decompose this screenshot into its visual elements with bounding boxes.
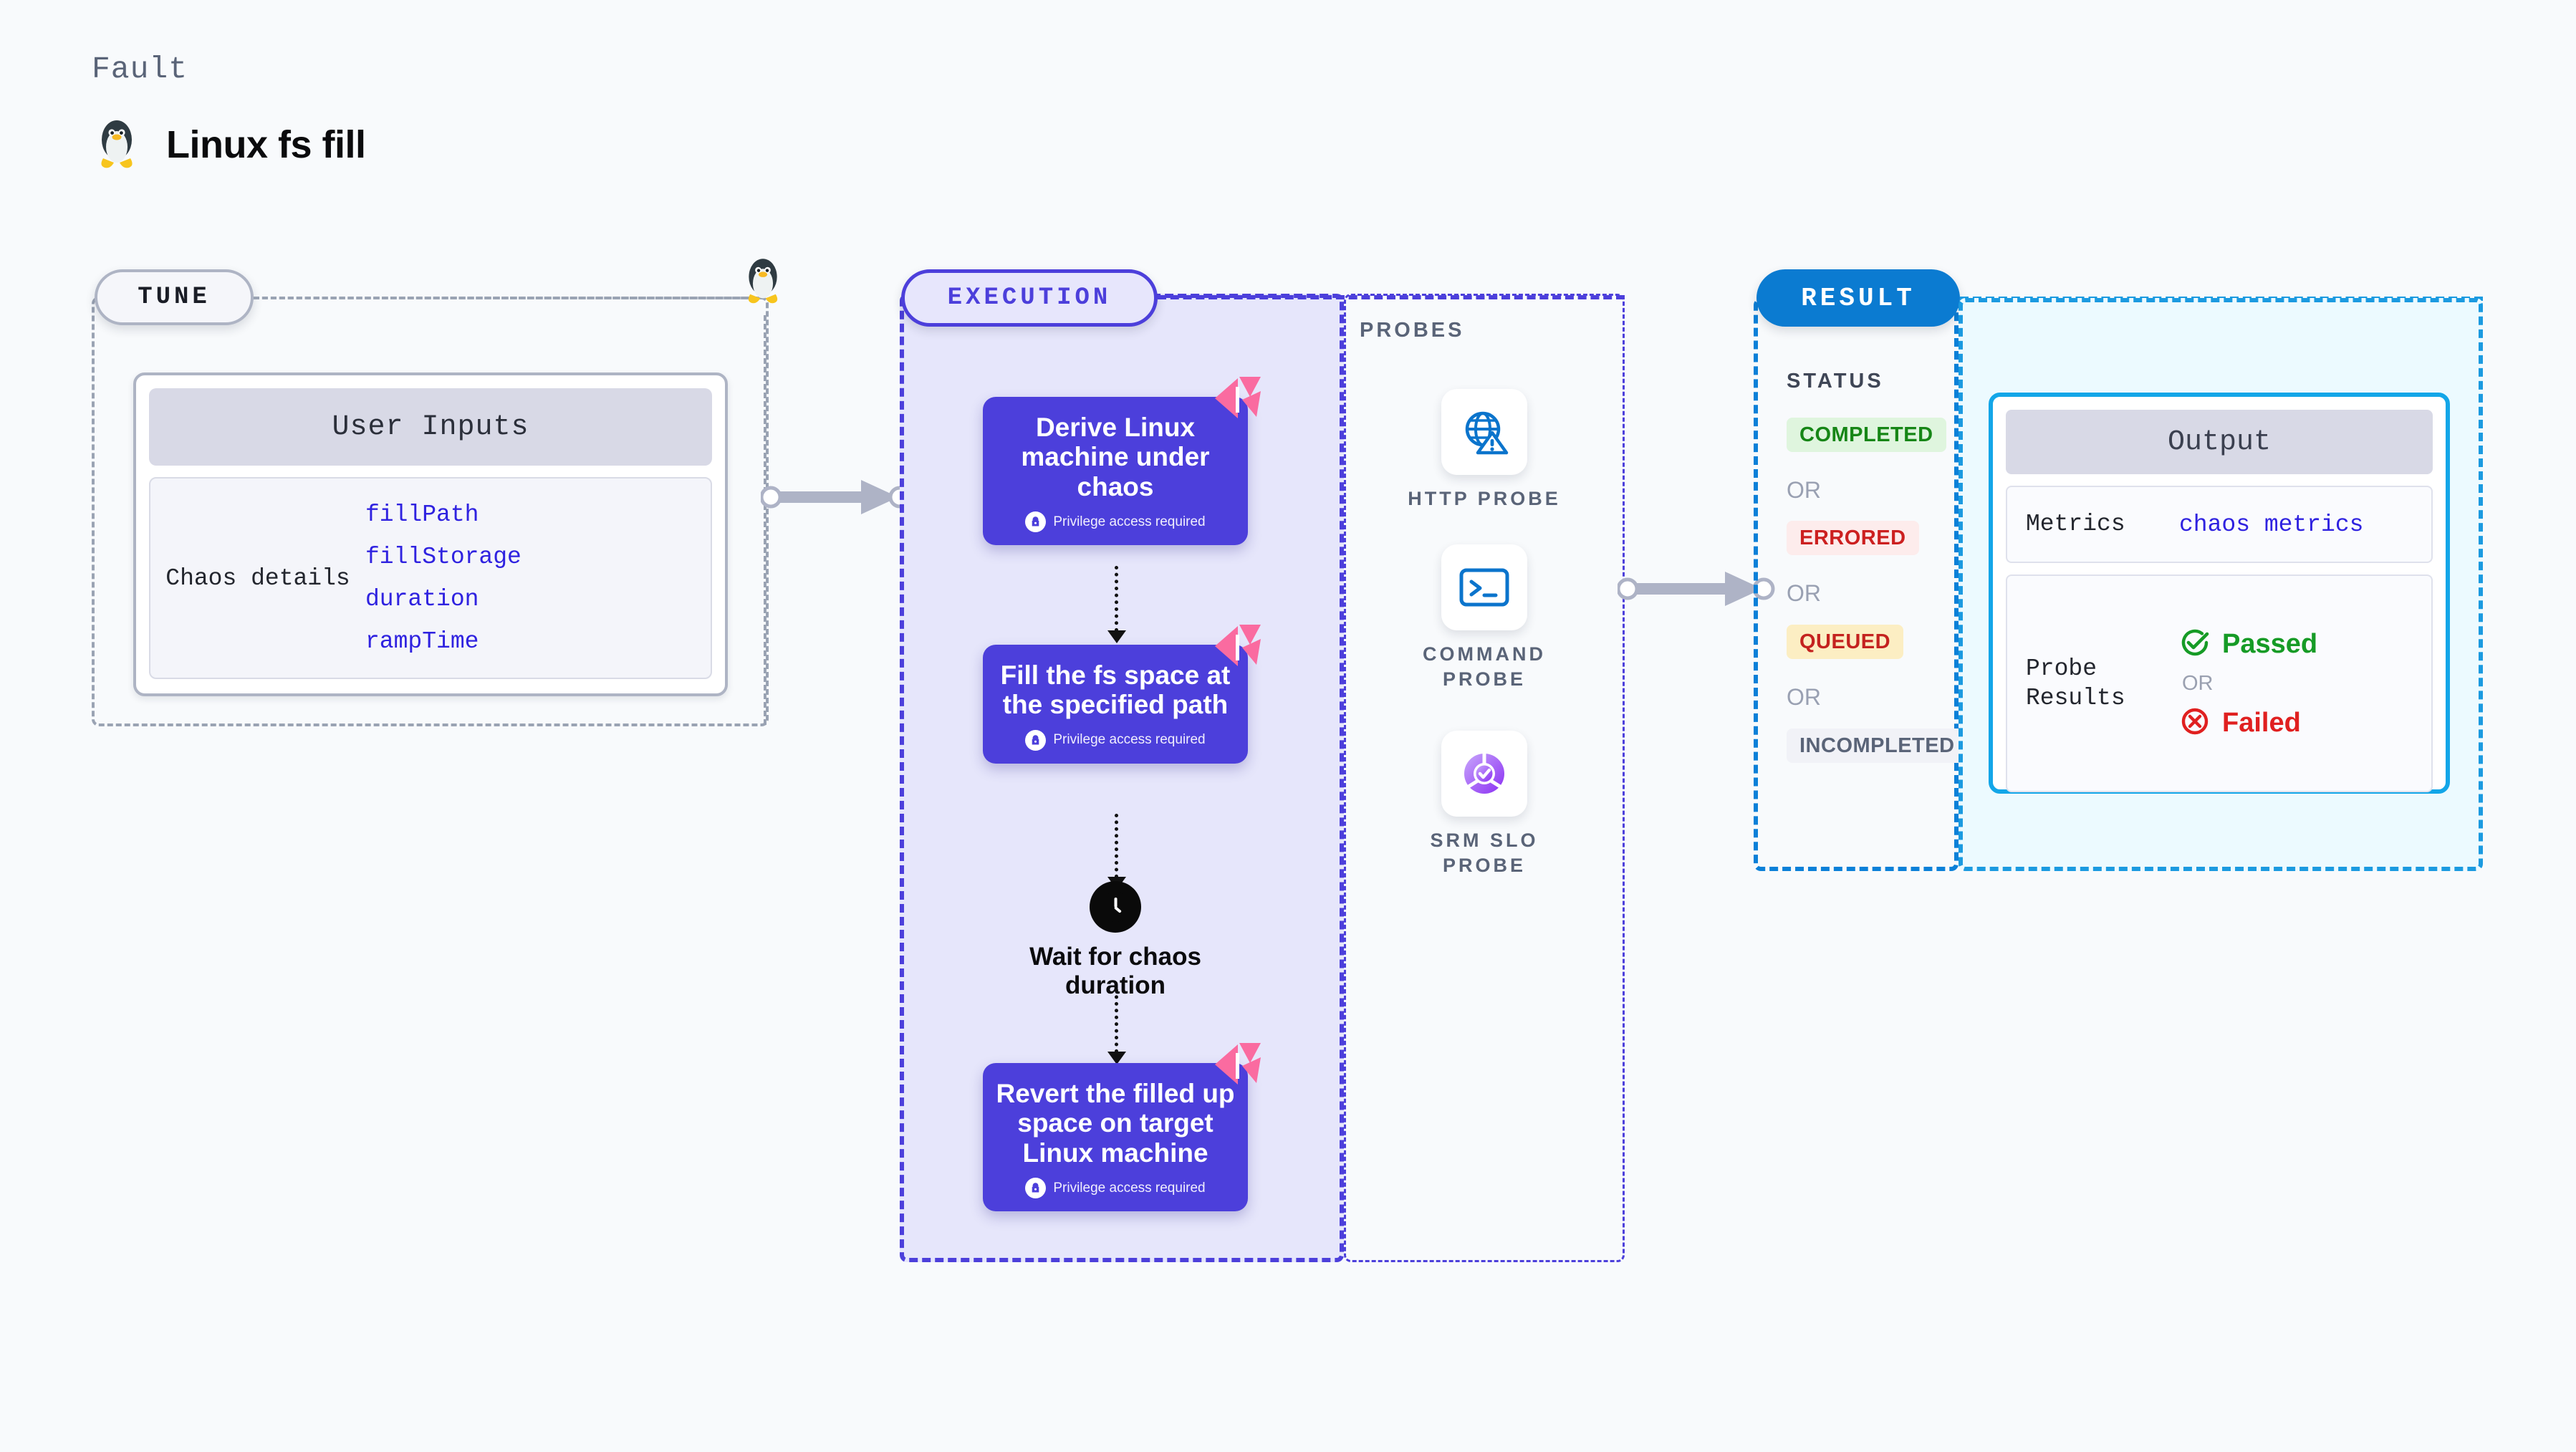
chaos-param-duration[interactable]: duration [365, 586, 479, 612]
fault-title-row: Linux fs fill [95, 118, 366, 171]
privilege-row: Privilege access required [994, 511, 1236, 533]
harness-flag-icon [1213, 1043, 1261, 1086]
harness-flag-icon [1213, 377, 1261, 420]
probe-http[interactable]: HTTP PROBE [1402, 389, 1567, 511]
status-section-title: STATUS [1787, 370, 1884, 393]
output-probe-results-row: Probe Results Passed OR [2006, 574, 2433, 792]
chaos-param-ramptime[interactable]: rampTime [365, 628, 479, 655]
lock-icon [1025, 511, 1047, 533]
flow-arrow-probes-to-result [1616, 566, 1775, 612]
execution-step-derive-machine[interactable]: Derive Linux machine under chaos Privile… [983, 377, 1261, 546]
step-connector-arrow-1 [1107, 630, 1126, 643]
execution-badge-connector [1158, 295, 1625, 299]
privilege-row: Privilege access required [994, 1178, 1236, 1199]
tune-inner-divider [764, 315, 766, 725]
step-title: Derive Linux machine under chaos [1021, 413, 1210, 501]
lock-icon [1025, 1178, 1047, 1199]
result-section-badge[interactable]: RESULT [1756, 269, 1960, 327]
probe-command[interactable]: COMMAND PROBE [1402, 544, 1567, 692]
linux-penguin-icon [95, 118, 139, 171]
probe-results-key-label: Probe Results [2026, 655, 2125, 711]
probe-label: SRM SLO PROBE [1430, 830, 1539, 877]
status-badge-errored: ERRORED [1787, 521, 1919, 555]
status-badge-incompleted: INCOMPLETED [1787, 729, 1968, 763]
harness-flag-icon [1213, 625, 1261, 668]
output-metrics-row: Metrics chaos metrics [2006, 486, 2433, 563]
execution-step-revert-space[interactable]: Revert the filled up space on target Lin… [983, 1043, 1261, 1212]
privilege-note: Privilege access required [1053, 732, 1206, 748]
chaos-details-label: Chaos details [165, 564, 350, 592]
output-card: Output Metrics chaos metrics Probe Resul… [1989, 393, 2450, 794]
page-title: Linux fs fill [166, 123, 366, 166]
status-or-label: OR [1787, 580, 1821, 606]
chaos-details-box: Chaos details fillPath fillStorage durat… [149, 477, 712, 679]
tune-section-badge[interactable]: TUNE [95, 269, 254, 325]
status-badge-completed: COMPLETED [1787, 418, 1946, 452]
clock-icon [1090, 881, 1141, 933]
probe-result-failed: Failed [2179, 706, 2317, 741]
step-title: Fill the fs space at the specified path [1000, 660, 1231, 720]
execution-section-badge[interactable]: EXECUTION [901, 269, 1158, 327]
status-badge-queued: QUEUED [1787, 625, 1904, 659]
probe-label: COMMAND PROBE [1423, 643, 1546, 691]
step-connector-arrow-3 [1107, 1052, 1126, 1064]
status-or-label: OR [1787, 684, 1821, 710]
probe-srm-slo[interactable]: SRM SLO PROBE [1402, 731, 1567, 878]
check-circle-icon [2179, 627, 2211, 662]
user-inputs-card: User Inputs Chaos details fillPath fillS… [133, 372, 728, 696]
fault-kicker-label: Fault [92, 52, 188, 87]
probe-result-passed: Passed [2179, 627, 2317, 662]
tune-linux-penguin-icon [742, 256, 784, 310]
status-or-label: OR [1787, 477, 1821, 503]
slo-check-icon [1441, 731, 1527, 817]
probe-result-or-label: OR [2182, 671, 2214, 695]
flow-arrow-tune-to-execution [759, 474, 911, 520]
probe-results-values: Passed OR Failed [2179, 627, 2317, 741]
metrics-key-label: Metrics [2026, 511, 2125, 538]
chaos-param-fillstorage[interactable]: fillStorage [365, 544, 522, 570]
probes-panel [1344, 294, 1625, 1262]
passed-label: Passed [2222, 628, 2318, 659]
step-connector-2 [1115, 814, 1118, 878]
privilege-row: Privilege access required [994, 729, 1236, 751]
step-connector-1 [1115, 566, 1118, 632]
x-circle-icon [2179, 706, 2211, 741]
probes-section-title: PROBES [1360, 319, 1465, 342]
privilege-note: Privilege access required [1053, 1180, 1206, 1196]
execution-step-fill-fs-space[interactable]: Fill the fs space at the specified path … [983, 625, 1261, 764]
output-header: Output [2006, 410, 2433, 474]
lock-icon [1025, 729, 1047, 751]
metrics-value-link[interactable]: chaos metrics [2179, 511, 2364, 538]
step-title: Revert the filled up space on target Lin… [996, 1079, 1235, 1168]
failed-label: Failed [2222, 707, 2301, 738]
probe-label: HTTP PROBE [1408, 488, 1561, 509]
terminal-icon [1441, 544, 1527, 630]
user-inputs-header: User Inputs [149, 388, 712, 466]
privilege-note: Privilege access required [1053, 514, 1206, 529]
wait-for-chaos-duration-node: Wait for chaos duration [983, 881, 1248, 1000]
tune-badge-connector [254, 297, 764, 299]
step-connector-3 [1115, 989, 1118, 1053]
chaos-param-fillpath[interactable]: fillPath [365, 501, 479, 528]
chaos-params-list: fillPath fillStorage duration rampTime [365, 501, 522, 655]
globe-warning-icon [1441, 389, 1527, 475]
